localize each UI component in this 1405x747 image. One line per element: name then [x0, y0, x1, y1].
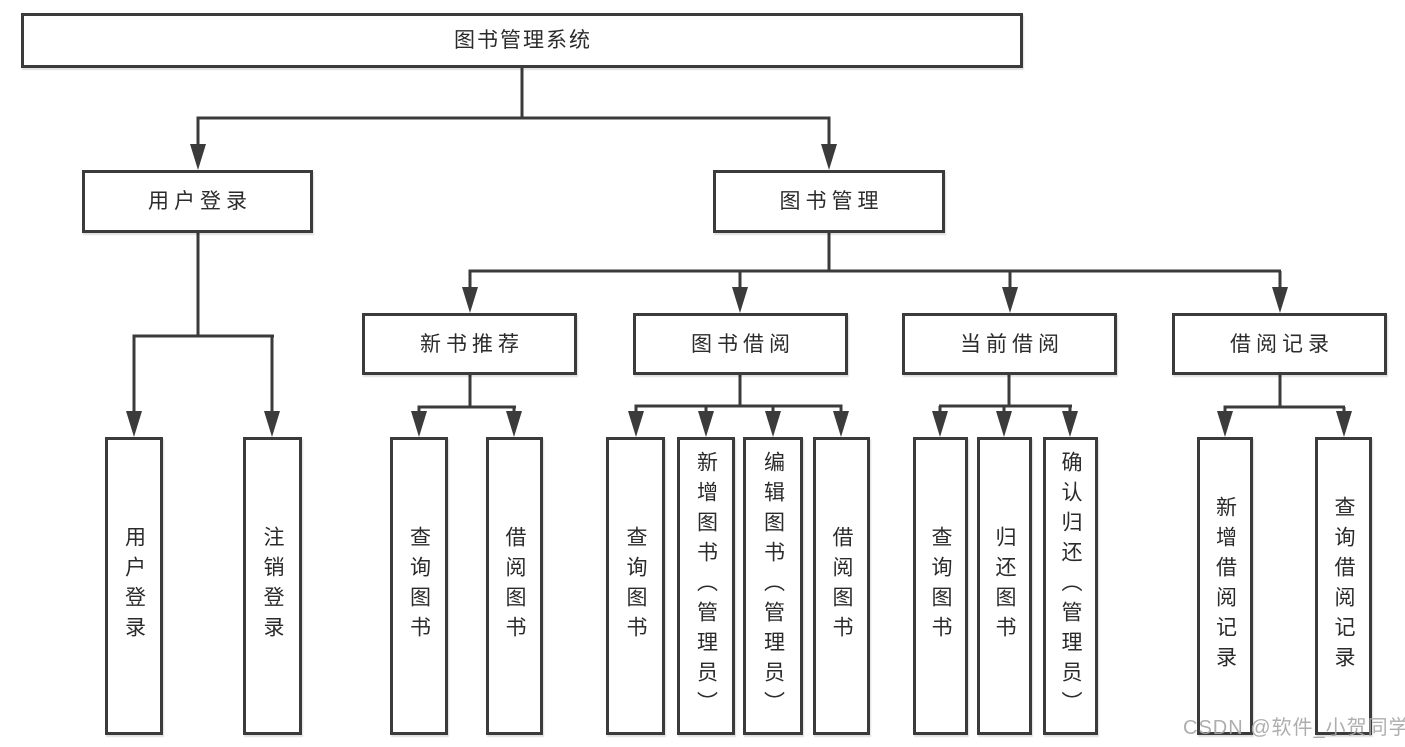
node-records-add-record: 新增借阅记录: [1197, 437, 1253, 735]
node-current-confirm-return-admin: 确认归还（管理员）: [1043, 437, 1098, 735]
node-user-login: 用户登录: [105, 437, 163, 735]
node-borrowing-records: 借阅记录: [1172, 313, 1387, 375]
node-user-login-branch: 用户登录: [82, 170, 313, 233]
watermark-text: CSDN @软件_小贺同学: [1183, 717, 1405, 739]
node-recommend-query-books: 查询图书: [390, 437, 448, 735]
node-borrow-borrow-books: 借阅图书: [813, 437, 870, 735]
node-borrow-query-books: 查询图书: [606, 437, 665, 735]
node-book-management: 图书管理: [713, 170, 945, 233]
node-recommend-borrow-books: 借阅图书: [486, 437, 543, 735]
node-library-system: 图书管理系统: [21, 13, 1023, 68]
node-new-book-recommend: 新书推荐: [362, 313, 577, 375]
node-current-query-books: 查询图书: [913, 437, 968, 735]
node-current-borrowing: 当前借阅: [902, 313, 1117, 375]
node-current-return-books: 归还图书: [977, 437, 1032, 735]
node-borrow-add-books-admin: 新增图书（管理员）: [677, 437, 735, 735]
node-borrow-edit-books-admin: 编辑图书（管理员）: [743, 437, 803, 735]
node-book-borrowing: 图书借阅: [633, 313, 848, 375]
arrowheads-icon: [126, 144, 1352, 437]
node-records-query-record: 查询借阅记录: [1315, 437, 1372, 735]
node-logout: 注销登录: [243, 437, 302, 735]
